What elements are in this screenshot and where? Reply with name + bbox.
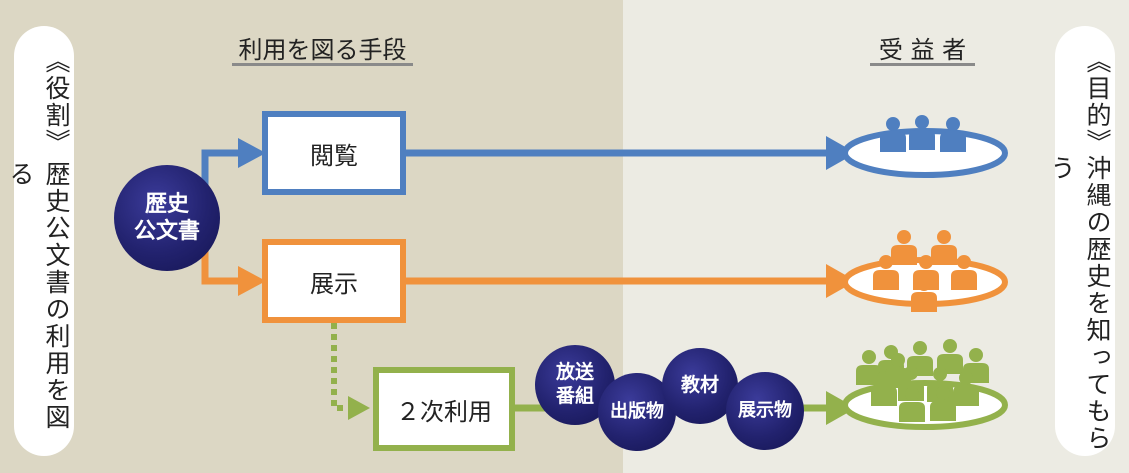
role-text: 歴史公文書の利用を図る xyxy=(6,161,71,432)
product-label: 教材 xyxy=(680,374,719,397)
person-icon xyxy=(856,350,882,385)
purpose-pill: 《目的》 沖縄の歴史を知ってもらう xyxy=(1047,26,1115,456)
blue-arrowhead-2 xyxy=(826,136,856,170)
person-icon xyxy=(873,255,899,290)
green-dotted-connector xyxy=(331,323,350,411)
person-icon xyxy=(911,277,937,312)
person-icon xyxy=(963,348,989,383)
product-label: 展示物 xyxy=(738,399,792,421)
product-teaching-material: 教材 xyxy=(662,348,738,424)
green-arrowhead-1 xyxy=(348,396,370,420)
green-arrowhead-2 xyxy=(826,391,856,425)
blue-connector xyxy=(201,149,240,185)
blue-arrowhead-1 xyxy=(238,138,266,168)
means-header-underline xyxy=(232,63,413,66)
etsuran-box: 閲覧 xyxy=(262,111,406,195)
niji-riyou-box: ２次利用 xyxy=(373,367,515,451)
role-bracket: 《役割》 xyxy=(42,48,71,156)
means-background xyxy=(0,0,623,473)
person-icon xyxy=(885,353,911,388)
person-icon xyxy=(891,230,917,265)
product-exhibit: 展示物 xyxy=(726,372,804,450)
product-label: 番組 xyxy=(555,385,594,407)
person-icon xyxy=(899,387,925,422)
person-icon xyxy=(931,230,957,265)
beneficiary-header-underline xyxy=(870,63,975,66)
person-icon xyxy=(940,117,966,152)
purpose-bracket: 《目的》 xyxy=(1083,48,1112,156)
product-label: 出版物 xyxy=(610,400,664,422)
orange-arrowhead-1 xyxy=(238,266,266,296)
person-icon xyxy=(909,115,935,150)
tenji-box: 展示 xyxy=(262,239,406,323)
person-icon xyxy=(880,117,906,152)
means-header: 利用を図る手段 xyxy=(238,36,407,64)
orange-connector xyxy=(201,245,240,285)
source-line1: 歴史 xyxy=(144,191,189,217)
source-line2: 公文書 xyxy=(133,219,200,244)
product-label: 放送 xyxy=(555,361,594,384)
role-pill: 《役割》 歴史公文書の利用を図る xyxy=(6,26,74,456)
purpose-text: 沖縄の歴史を知ってもらう xyxy=(1047,154,1112,452)
person-icon xyxy=(951,255,977,290)
orange-arrowhead-2 xyxy=(826,264,856,298)
beneficiary-header: 受 益 者 xyxy=(878,36,967,64)
source-node: 歴史公文書 xyxy=(114,165,220,271)
person-icon xyxy=(953,371,979,406)
person-icon xyxy=(930,386,956,421)
